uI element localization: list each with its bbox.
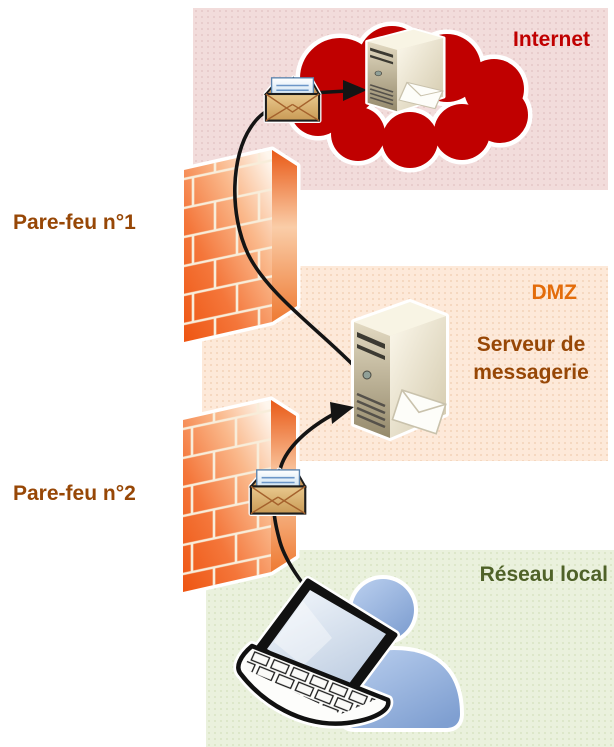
- arrow-icon-to-server: [330, 402, 354, 424]
- reseau-local-label: Réseau local: [479, 563, 608, 586]
- firewall1-icon: [184, 150, 297, 342]
- internet-label: Internet: [512, 28, 590, 51]
- mail-server-label: Serveur de messagerie: [473, 333, 589, 384]
- firewall2-label: Pare-feu n°2: [13, 482, 136, 505]
- flow-path-outgoing: [233, 103, 360, 372]
- firewall1-label: Pare-feu n°1: [13, 211, 136, 234]
- laptop-icon: [233, 576, 400, 729]
- mail-server-icon: [354, 302, 446, 438]
- dmz-label: DMZ: [531, 281, 578, 304]
- envelope-icon-2: [251, 470, 305, 514]
- internet-server-icon: [368, 30, 443, 112]
- arrow-icon-to-internet: [343, 80, 367, 101]
- envelope-icon-1: [266, 78, 319, 121]
